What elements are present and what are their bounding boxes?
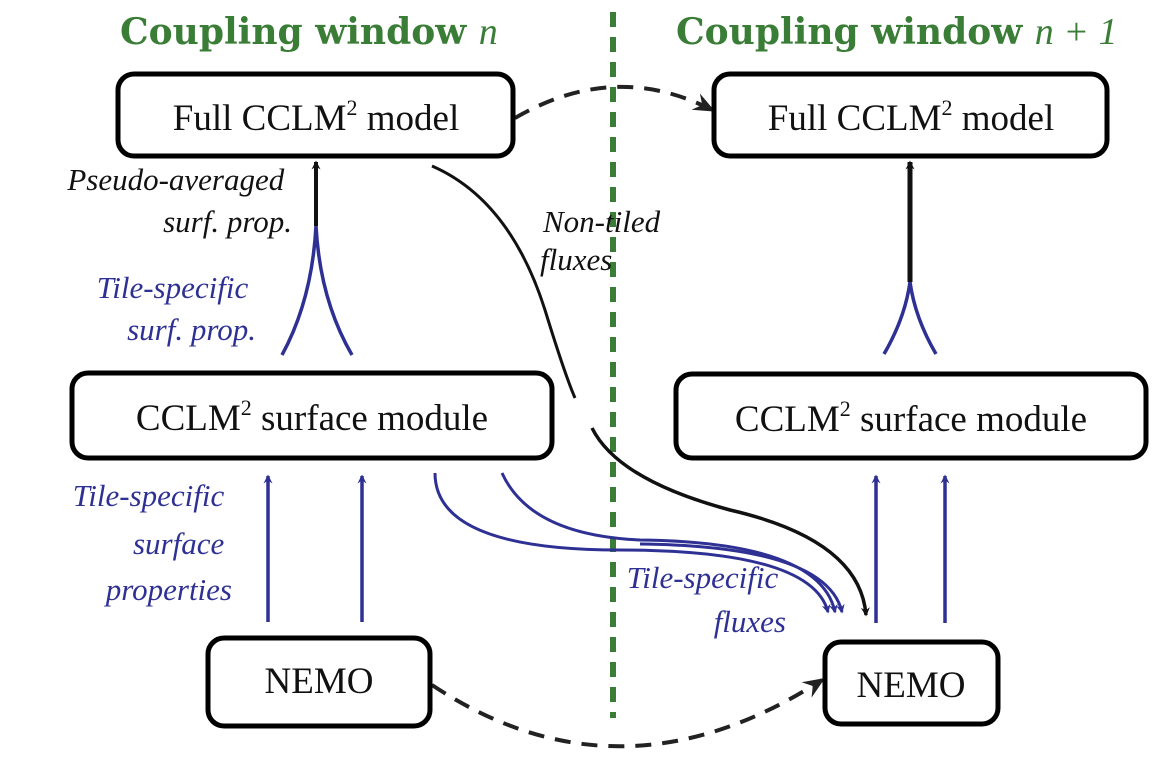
- window-title-n-plus-1: Coupling window n + 1: [676, 11, 1117, 53]
- tile-aggregation-fork-n: [280, 225, 354, 356]
- non-tiled-fluxes-curve-upper: [431, 164, 577, 399]
- svg-text:NEMO: NEMO: [265, 661, 374, 702]
- tile-specific-flux-arrow-3: [639, 542, 845, 614]
- tile-specific-surf-prop-label: Tile-specific surf. prop.: [97, 270, 256, 347]
- tile-specific-fluxes-label: Tile-specific fluxes: [627, 560, 786, 639]
- nemo-box-n-plus-1[interactable]: NEMO: [822, 639, 1001, 727]
- svg-text:Full CCLM2 model: Full CCLM2 model: [173, 95, 459, 139]
- surface-module-box-n[interactable]: CCLM2 surface module: [69, 370, 555, 461]
- svg-text:NEMO: NEMO: [857, 665, 966, 706]
- surface-module-box-n-plus-1[interactable]: CCLM2 surface module: [673, 371, 1149, 461]
- window-title-n: Coupling window n: [120, 11, 498, 53]
- svg-text:CCLM2 surface module: CCLM2 surface module: [735, 396, 1087, 440]
- tile-specific-flux-arrow-1: [433, 472, 831, 614]
- nemo-box-n[interactable]: NEMO: [205, 635, 433, 729]
- model-transfer-arrow: [513, 84, 716, 120]
- tile-aggregation-fork-n-plus-1: [882, 281, 938, 355]
- svg-text:CCLM2 surface module: CCLM2 surface module: [136, 395, 488, 439]
- tile-specific-surface-properties-label: Tile-specific surface properties: [73, 478, 232, 607]
- full-model-box-n-plus-1[interactable]: Full CCLM2 model: [711, 71, 1110, 159]
- pseudo-averaged-label: Pseudo-averaged surf. prop.: [66, 162, 292, 239]
- tile-specific-flux-arrow-2: [500, 472, 838, 614]
- non-tiled-fluxes-label: Non-tiled fluxes: [540, 204, 668, 277]
- svg-text:Full CCLM2 model: Full CCLM2 model: [768, 95, 1054, 139]
- full-model-box-n[interactable]: Full CCLM2 model: [115, 71, 516, 159]
- non-tiled-fluxes-arrow: [590, 427, 870, 617]
- nemo-transfer-arrow: [430, 678, 826, 749]
